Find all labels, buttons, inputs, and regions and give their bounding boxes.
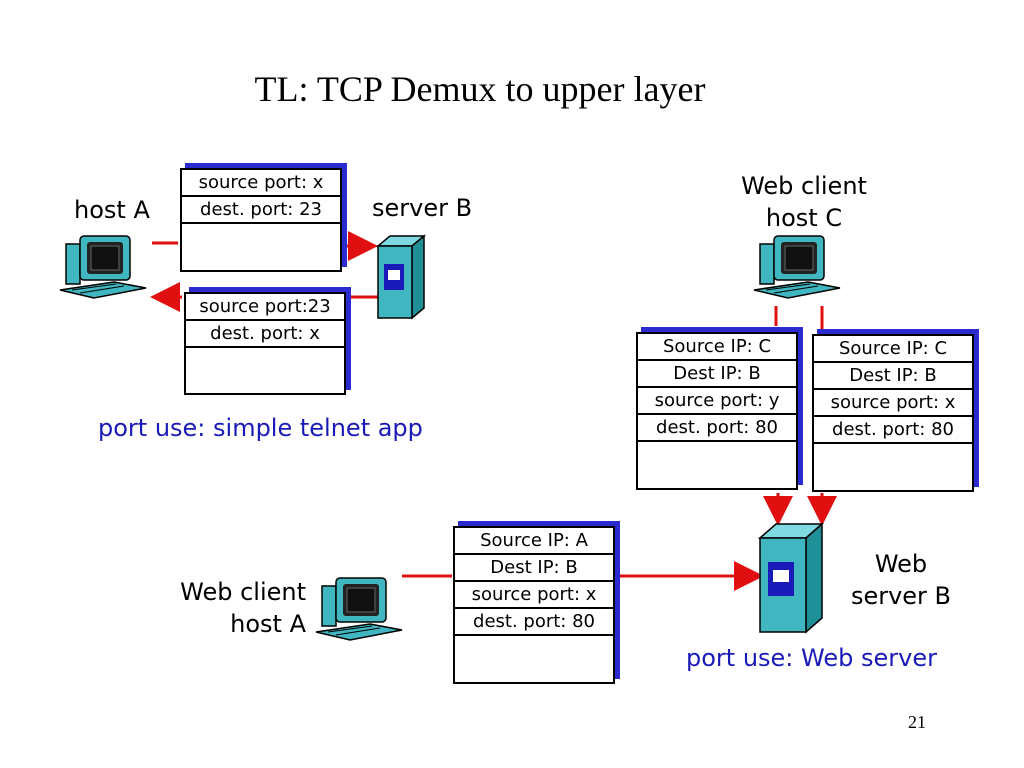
web-client-a-label-line1: Web client (180, 578, 306, 606)
web-client-a-computer-icon (315, 577, 403, 641)
telnet-packet-back: source port:23 dest. port: x (184, 287, 351, 395)
web-server-b-server-icon (758, 522, 824, 634)
web-server-b-label-line1: Web (874, 550, 928, 578)
web-client-a-label: Web client host A (156, 576, 306, 640)
host-a-computer-icon (59, 235, 147, 299)
web-packet-c1: Source IP: C Dest IP: B source port: y d… (636, 327, 803, 490)
packet-field-source-ip: Source IP: C (638, 334, 796, 361)
web-packet-a: Source IP: A Dest IP: B source port: x d… (453, 521, 620, 684)
packet-field-dest-port: dest. port: 80 (814, 417, 972, 444)
web-packet-c2: Source IP: C Dest IP: B source port: x d… (812, 329, 979, 492)
host-c-computer-icon (753, 235, 841, 299)
web-caption: port use: Web server (686, 644, 937, 672)
packet-field-source-port: source port:23 (186, 294, 344, 321)
packet-field-dest-port: dest. port: x (186, 321, 344, 348)
web-server-b-label-line2: server B (850, 582, 952, 610)
page-number: 21 (908, 712, 926, 732)
web-client-c-label-line1: Web client (741, 172, 867, 200)
telnet-packet-out: source port: x dest. port: 23 (180, 163, 347, 272)
packet-field-dest-ip: Dest IP: B (814, 363, 972, 390)
packet-field-source-port: source port: y (638, 388, 796, 415)
host-a-label: host A (74, 196, 150, 224)
packet-field-source-port: source port: x (182, 170, 340, 197)
web-client-a-label-line2: host A (230, 610, 306, 638)
slide-title: TL: TCP Demux to upper layer (254, 69, 706, 109)
telnet-caption: port use: simple telnet app (98, 414, 423, 442)
packet-field-dest-ip: Dest IP: B (455, 555, 613, 582)
server-b-label: server B (372, 194, 473, 222)
server-b-server-icon (376, 234, 426, 320)
packet-field-source-port: source port: x (455, 582, 613, 609)
web-client-c-label: Web client host C (732, 170, 876, 234)
packet-field-dest-port: dest. port: 23 (182, 197, 340, 224)
web-server-b-label: Web server B (836, 548, 966, 612)
packet-field-source-port: source port: x (814, 390, 972, 417)
packet-field-dest-port: dest. port: 80 (638, 415, 796, 442)
packet-field-source-ip: Source IP: A (455, 528, 613, 555)
packet-field-dest-ip: Dest IP: B (638, 361, 796, 388)
packet-field-source-ip: Source IP: C (814, 336, 972, 363)
web-client-c-label-line2: host C (765, 204, 843, 232)
packet-field-dest-port: dest. port: 80 (455, 609, 613, 636)
